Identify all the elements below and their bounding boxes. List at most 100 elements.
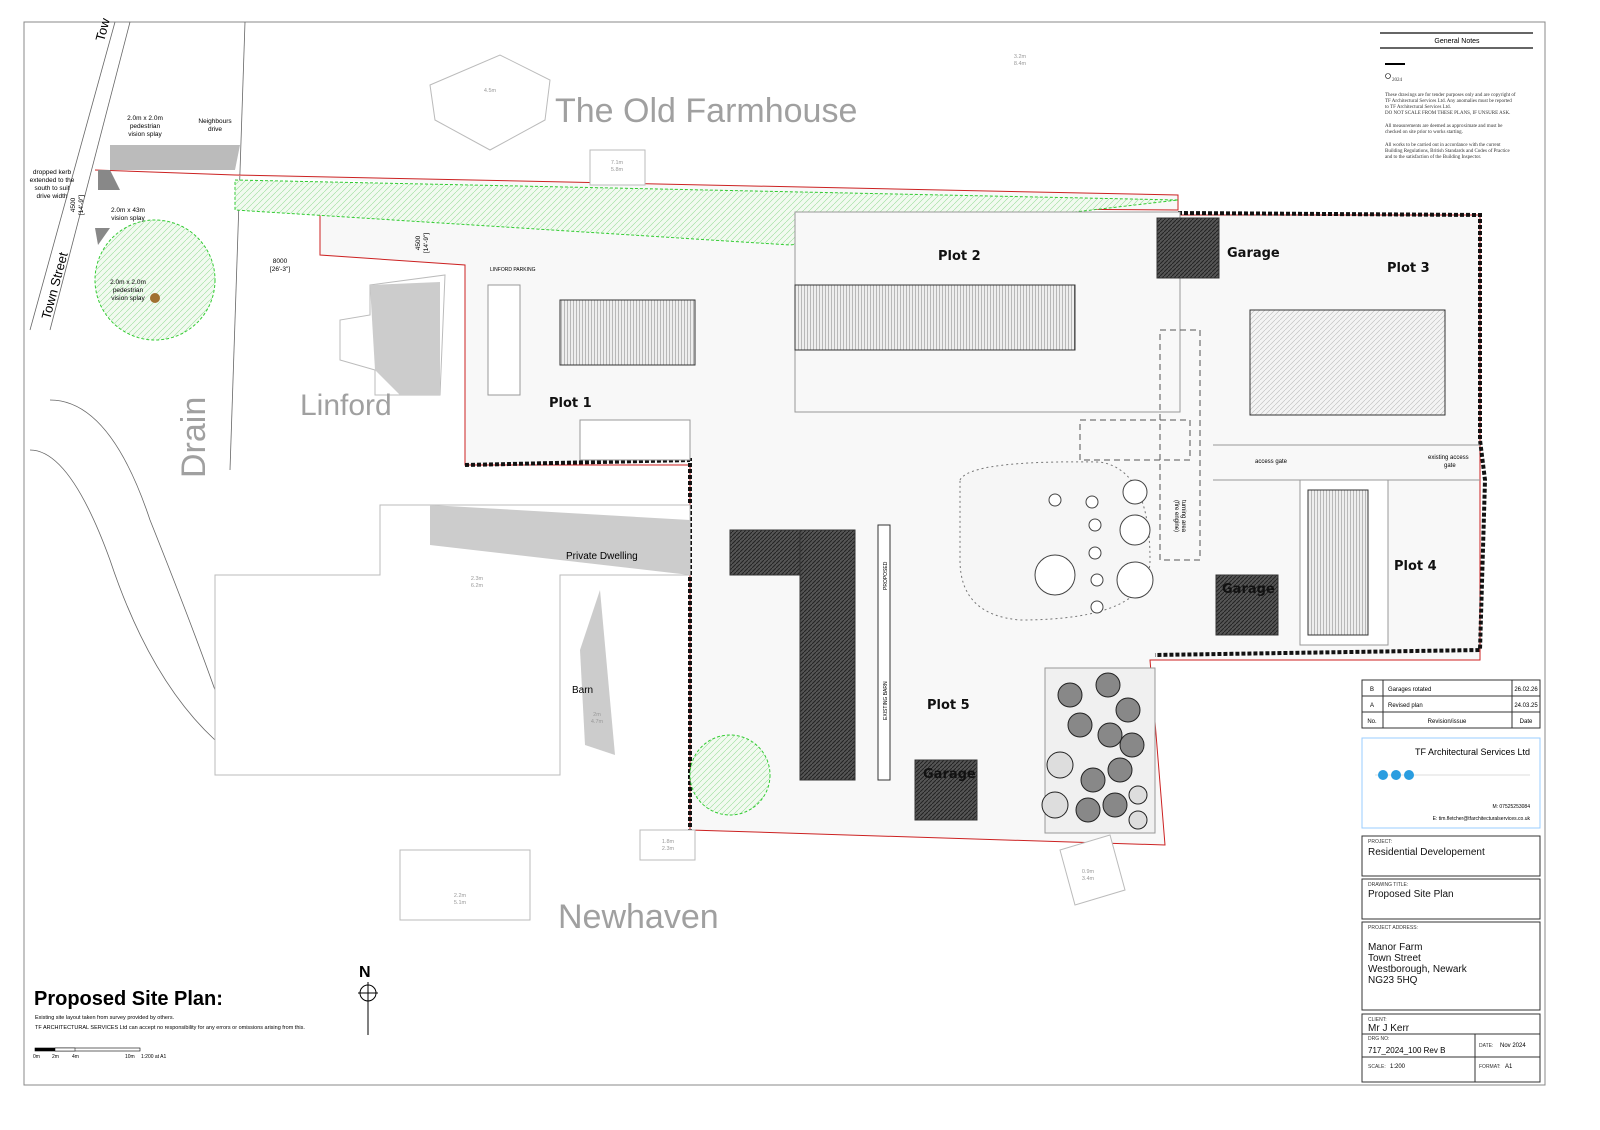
scale-value: 1:200 [1390, 1064, 1406, 1070]
height-label: 5.8m [611, 167, 624, 173]
company-name: TF Architectural Services Ltd [1415, 747, 1530, 757]
plot-1-parking [579, 419, 691, 461]
note-dropped-kerb: dropped kerb [33, 169, 72, 176]
label-proposed: PROPOSED [883, 561, 889, 590]
tree-canopy [689, 734, 771, 816]
turning-area-outline [1079, 419, 1191, 461]
address-line: NG23 5HQ [1368, 975, 1418, 986]
note-vision-splay: 2.0m x 43m [111, 207, 145, 214]
revision-header: Date [1520, 719, 1533, 725]
height-label: 2m [593, 712, 601, 718]
drawing-title-value: Proposed Site Plan [1368, 889, 1454, 900]
note-vision-splay: vision splay [111, 215, 145, 222]
town-street-road [29, 21, 246, 741]
vision-splay-bottom [95, 228, 110, 245]
date-label: DATE: [1479, 1043, 1493, 1049]
note-splay-top: vision splay [128, 131, 162, 138]
format-label: FORMAT: [1479, 1064, 1501, 1070]
height-labels: 4.5m 7.1m 5.8m 3.2m 8.4m 2.3m 6.2m 2m 4.… [454, 54, 1095, 906]
revision-header: Revision/issue [1428, 719, 1467, 725]
format-value: A1 [1505, 1064, 1513, 1070]
note-neighbours-drive: drive [208, 126, 222, 133]
height-label: 2.2m [454, 893, 467, 899]
note-splay-bottom: vision splay [111, 295, 145, 302]
revision-date: 26.02.26 [1514, 687, 1538, 693]
height-label: 5.1m [454, 900, 467, 906]
garage-plot-3 [1156, 217, 1220, 279]
revision-desc: Garages rotated [1388, 687, 1431, 693]
vision-splay-top [98, 170, 120, 190]
scale-tick: 4m [72, 1054, 79, 1060]
dimension-4500: [14'-9"] [423, 233, 430, 253]
plot-2-house [794, 284, 1076, 351]
revision-no: A [1370, 703, 1374, 709]
drg-no-label: DRG NO: [1368, 1036, 1389, 1042]
linford-parking-bays [487, 284, 521, 396]
note-neighbours-drive: Neighbours [198, 118, 232, 125]
label-barn: Barn [572, 685, 593, 696]
note-line: These drawings are for tender purposes o… [1385, 93, 1516, 98]
title-block: PROJECT: Residential Developement DRAWIN… [1361, 835, 1541, 1083]
dimension-8000: [26'-3"] [270, 266, 290, 273]
revision-date: 24.03.25 [1514, 703, 1538, 709]
address-line: Town Street [1368, 953, 1421, 964]
neighbours-drive [110, 145, 240, 170]
note-line: All measurements are deemed as approxima… [1385, 124, 1503, 129]
label-drain: Drain [175, 397, 213, 478]
garage-label: Garage [1222, 582, 1275, 597]
copyright-year: 2024 [1392, 78, 1403, 83]
garage-label: Garage [923, 767, 976, 782]
plan-note: TF ARCHITECTURAL SERVICES Ltd can accept… [35, 1025, 305, 1031]
logo-dot-icon [1391, 770, 1401, 780]
label-existing-barn: EXISTING BARN [883, 681, 889, 720]
tree-trunk [150, 293, 160, 303]
label-existing-access-gate: gate [1444, 463, 1456, 469]
height-label: 1.8m [662, 839, 675, 845]
company-mobile: M: 07525253084 [1492, 804, 1530, 810]
private-dwelling-shade [430, 505, 690, 575]
general-notes-title: General Notes [1434, 38, 1480, 45]
project-label: PROJECT: [1368, 839, 1392, 845]
scale-tick: 0m [33, 1054, 40, 1060]
label-linford-parking: LINFORD PARKING [490, 267, 536, 273]
turning-area-outline [1159, 329, 1201, 561]
garden-circle-area [959, 461, 1151, 621]
note-dropped-kerb: extended to the [30, 177, 75, 184]
revision-no: B [1370, 687, 1374, 693]
note-splay-top: pedestrian [130, 123, 161, 130]
orchard-trees [1041, 672, 1148, 830]
barn-shade [580, 590, 615, 755]
revision-desc: Revised plan [1388, 703, 1423, 709]
note-line: Building Regulations, British Standards … [1385, 149, 1510, 154]
dimension-4500: [14'-9"] [78, 195, 85, 215]
plan-title: Proposed Site Plan: [34, 988, 223, 1010]
plot-5-label: Plot 5 [927, 698, 970, 713]
logo-dot-icon [1404, 770, 1414, 780]
plot-5-house [799, 529, 856, 781]
north-arrow-icon: N [358, 964, 378, 1035]
height-label: 8.4m [1014, 61, 1027, 67]
note-splay-bottom: 2.0m x 2.0m [110, 279, 146, 286]
plot-2-label: Plot 2 [938, 249, 981, 264]
revision-table: B Garages rotated 26.02.26 A Revised pla… [1361, 679, 1541, 729]
height-label: 2.3m [662, 846, 675, 852]
tree-canopy [94, 219, 216, 341]
copyright-icon [1385, 73, 1391, 79]
drawing-title-label: DRAWING TITLE: [1368, 882, 1408, 888]
note-splay-bottom: pedestrian [113, 287, 144, 294]
scale-bar: 0m 2m 4m 10m 1:200 at A1 [33, 1047, 167, 1060]
plot-1-label: Plot 1 [549, 396, 592, 411]
annotations: Neighbours drive 2.0m x 2.0m pedestrian … [30, 115, 430, 302]
note-dropped-kerb: south to suit [34, 185, 69, 192]
plan-note: Existing site layout taken from survey p… [35, 1015, 175, 1021]
dimension-4500: 4500 [70, 197, 77, 212]
height-label: 4.7m [591, 719, 604, 725]
note-splay-top: 2.0m x 2.0m [127, 115, 163, 122]
scale-tick: 2m [52, 1054, 59, 1060]
note-line: DO NOT SCALE FROM THESE PLANS, IF UNSURE… [1385, 111, 1510, 116]
revision-header: No. [1367, 719, 1377, 725]
planting-strip [234, 179, 1179, 246]
height-label: 6.2m [471, 583, 484, 589]
plot-4-label: Plot 4 [1394, 559, 1437, 574]
client-value: Mr J Kerr [1368, 1023, 1410, 1034]
